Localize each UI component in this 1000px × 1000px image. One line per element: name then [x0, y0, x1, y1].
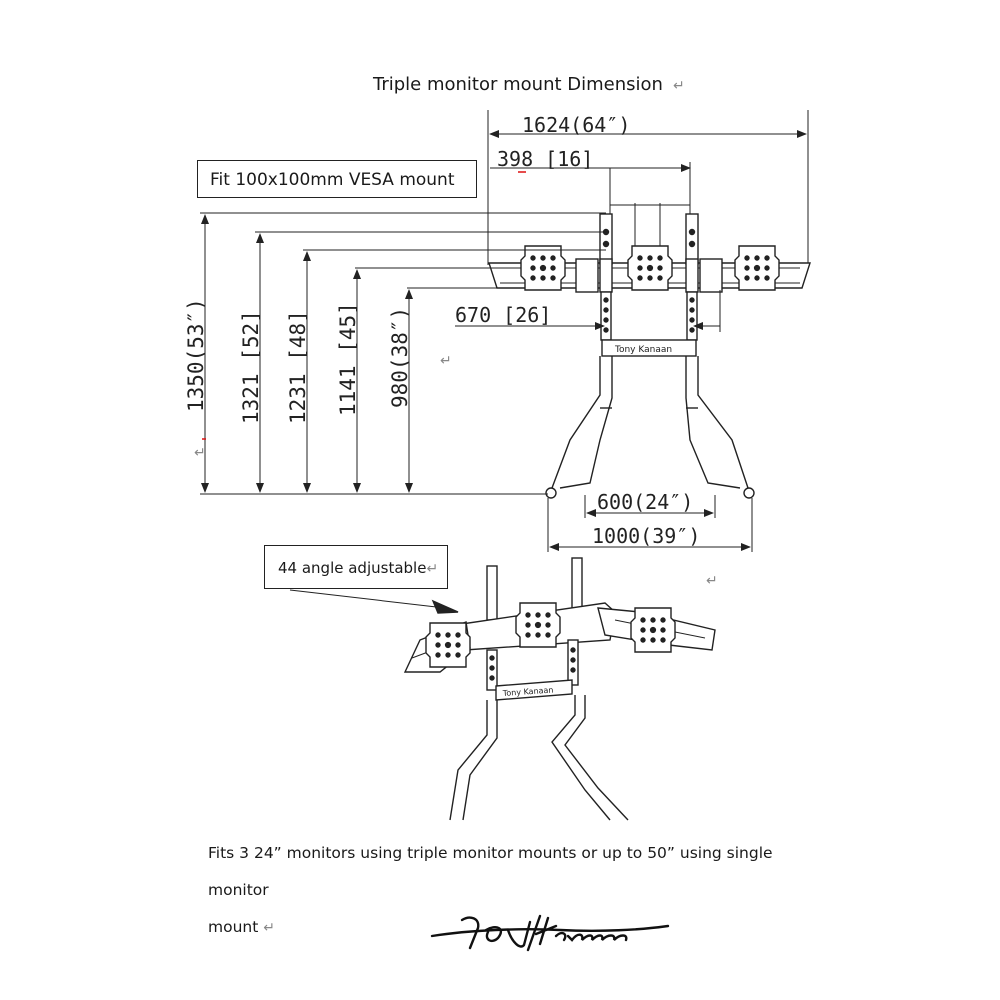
- brand-plate-text: Tony Kanaan: [614, 345, 672, 355]
- dim-height-980: 980(38″): [388, 307, 412, 408]
- caption-line-1: Fits 3 24” monitors using triple monitor…: [208, 844, 773, 899]
- return-mark: ↵: [263, 920, 275, 936]
- angle-label-box: 44 angle adjustable↵: [264, 545, 448, 589]
- dim-height-1141: 1141 [45]: [336, 302, 360, 416]
- return-mark: ↵: [426, 561, 439, 577]
- dim-overall-width: 1624(64″): [522, 113, 630, 137]
- vesa-label-box: Fit 100x100mm VESA mount: [197, 160, 477, 198]
- caption: Fits 3 24” monitors using triple monitor…: [208, 835, 828, 947]
- dim-outer-base: 1000(39″): [592, 524, 700, 548]
- dim-arm-width: 670 [26]: [455, 303, 551, 327]
- angle-label: 44 angle adjustable: [278, 559, 427, 577]
- signature: [430, 914, 670, 952]
- front-view: [200, 110, 811, 552]
- title-text: Triple monitor mount Dimension: [373, 74, 663, 95]
- diagram-title: Triple monitor mount Dimension ↵: [373, 74, 685, 95]
- dim-clamp-spacing: 398 [16]: [497, 147, 593, 171]
- caption-line-2: mount ↵: [208, 909, 828, 947]
- return-mark: ↵: [194, 444, 206, 460]
- dim-height-1321: 1321 [52]: [239, 310, 263, 424]
- caption-line-2-text: mount: [208, 918, 259, 936]
- brand-plate-text-perspective: Tony Kanaan: [502, 685, 554, 698]
- perspective-view: [289, 557, 716, 821]
- return-mark: ↵: [706, 572, 718, 588]
- return-mark: ↵: [672, 78, 685, 94]
- vesa-label: Fit 100x100mm VESA mount: [210, 170, 455, 190]
- dim-height-1350: 1350(53″): [184, 298, 208, 412]
- return-mark: ↵: [440, 352, 452, 368]
- dim-inner-base: 600(24″): [597, 490, 693, 514]
- dim-height-1231: 1231 [48]: [286, 310, 310, 424]
